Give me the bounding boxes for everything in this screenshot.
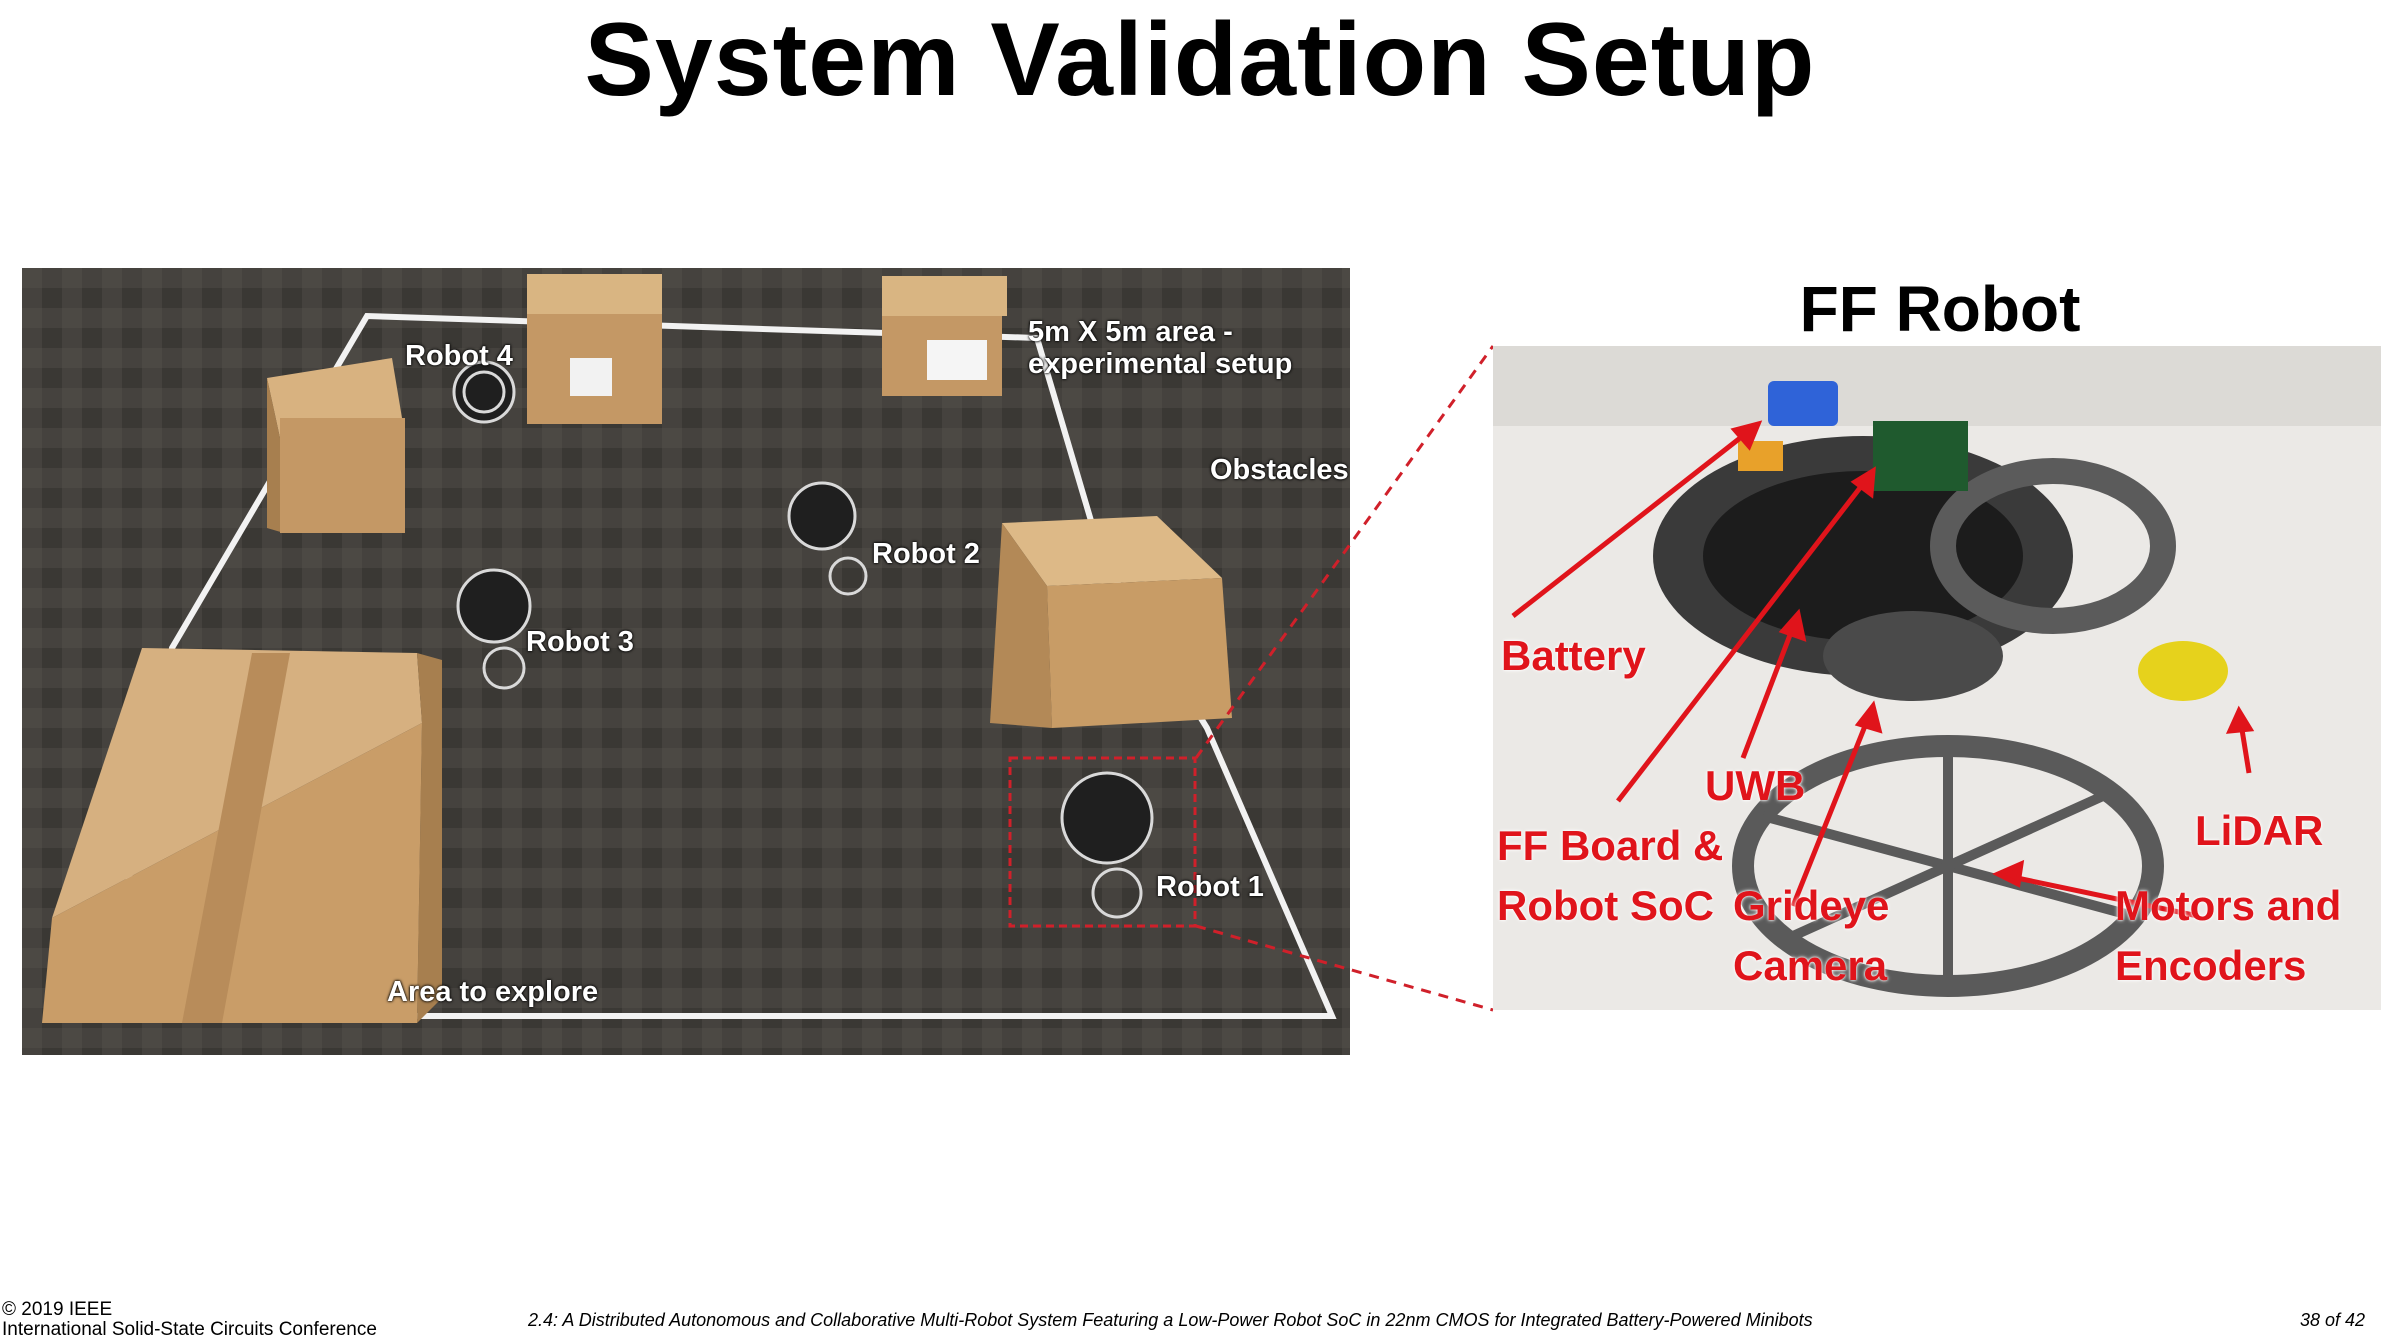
footer-conference: International Solid-State Circuits Confe… — [2, 1319, 377, 1340]
label-area-size: 5m X 5m area - experimental setup — [1028, 316, 1293, 380]
box-top-left — [267, 358, 405, 533]
label-obstacles: Obstacles — [1210, 454, 1349, 486]
ff-robot-illustration — [1493, 346, 2381, 1010]
robot-3 — [456, 568, 532, 690]
tape-boundary — [72, 312, 1337, 1019]
footer-left: © 2019 IEEE International Solid-State Ci… — [2, 1300, 377, 1340]
callout-motors: Motors and Encoders — [2115, 882, 2342, 989]
label-robot-1: Robot 1 — [1156, 871, 1264, 903]
footer-copyright: © 2019 IEEE — [2, 1299, 113, 1320]
box-obstacle — [990, 516, 1232, 728]
robot-4 — [452, 360, 516, 424]
slide-title: System Validation Setup — [584, 1, 1816, 118]
label-robot-4: Robot 4 — [405, 340, 513, 372]
label-robot-3: Robot 3 — [526, 626, 634, 658]
robot-1-highlight — [1008, 756, 1197, 928]
footer-paper-title: 2.4: A Distributed Autonomous and Collab… — [528, 1310, 1813, 1330]
callout-uwb: UWB — [1705, 762, 1806, 809]
box-top-right — [882, 276, 1007, 396]
callout-grideye: Grideye Camera — [1733, 882, 1890, 989]
label-area-to-explore: Area to explore — [387, 976, 599, 1008]
label-robot-2: Robot 2 — [872, 538, 980, 570]
ff-robot-title: FF Robot — [1799, 273, 2081, 345]
callout-ff-board: FF Board & Robot SoC — [1497, 822, 1724, 929]
robot-1 — [1060, 771, 1154, 919]
footer-page-number: 38 of 42 — [2300, 1310, 2366, 1330]
experiment-area-illustration — [22, 268, 1350, 1055]
box-large — [42, 648, 442, 1023]
callout-lidar: LiDAR — [2195, 807, 2324, 854]
callout-battery: Battery — [1501, 632, 1646, 679]
experiment-area-photo: Robot 4 5m X 5m area - experimental setu… — [22, 268, 1350, 1055]
robot-2 — [787, 481, 868, 596]
ff-robot-photo: Battery UWB FF Board & Robot SoC Grideye… — [1493, 346, 2381, 1010]
box-top-center — [527, 274, 662, 424]
